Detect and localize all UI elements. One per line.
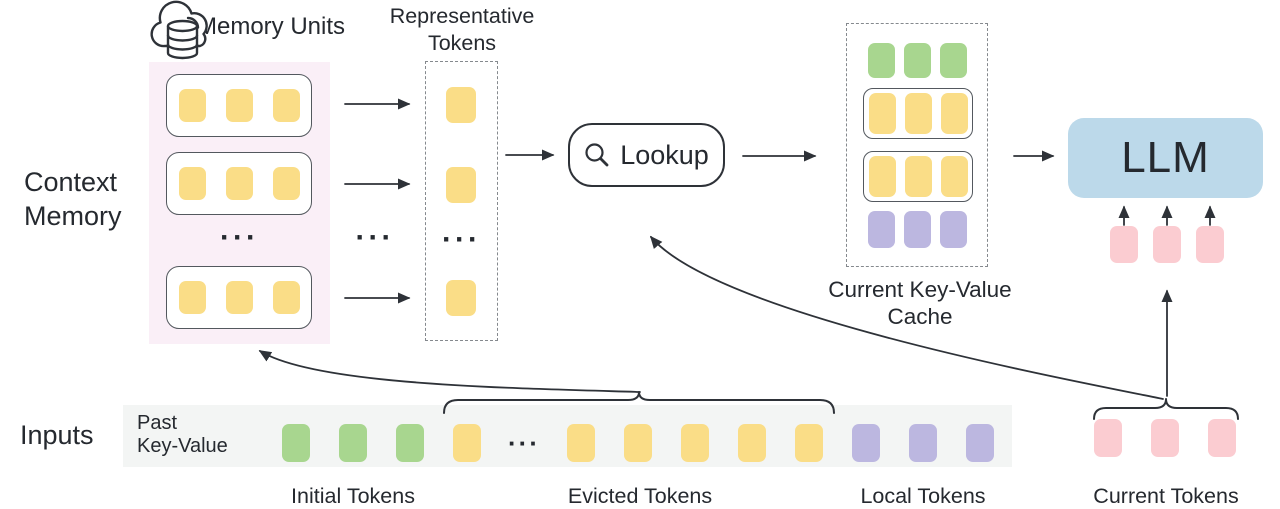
llm-input-token [1196, 226, 1224, 263]
cache-initial-token [939, 43, 967, 78]
cache-retrieved-token [940, 156, 968, 197]
context-memory-panel: ··· [149, 62, 330, 344]
representative-token [446, 280, 476, 316]
representative-tokens-line1: Representative [389, 4, 535, 28]
past-key-value-label: Past Key-Value [137, 412, 228, 458]
local-token [909, 424, 937, 462]
database-body [166, 24, 199, 60]
memory-units-label: Memory Units [197, 13, 346, 40]
cache-local-token [867, 211, 895, 248]
past-kv-token-row: ··· [282, 424, 994, 462]
llm-input-token [1110, 226, 1138, 263]
memory-unit-token [272, 281, 300, 314]
context-memory-line1: Context [24, 167, 118, 197]
representative-token [446, 167, 476, 203]
llm-input-tokens [1110, 226, 1224, 263]
local-token [966, 424, 994, 462]
evicted-tokens-head [453, 424, 481, 462]
current-kv-cache-label: Current Key-Value Cache [820, 276, 1020, 330]
cache-initial-token [903, 43, 931, 78]
initial-tokens-group [282, 424, 424, 462]
current-token [1208, 419, 1236, 457]
memory-unit-row [166, 74, 312, 137]
context-memory-label: Context Memory [24, 165, 122, 233]
cache-local-token [939, 211, 967, 248]
local-token [852, 424, 880, 462]
llm-box: LLM [1068, 118, 1263, 198]
cache-label-line2: Cache [887, 304, 953, 329]
cache-retrieved-token [868, 156, 896, 197]
current-token [1094, 419, 1122, 457]
cache-retrieved-token [904, 93, 932, 134]
current-tokens-label: Current Tokens [1093, 484, 1239, 508]
cache-local-token [903, 211, 931, 248]
current-token [1151, 419, 1179, 457]
current-tokens-group [1094, 419, 1236, 457]
evicted-tokens-tail [567, 424, 823, 462]
cache-retrieved-token [904, 156, 932, 197]
inputs-strip: Past Key-Value ··· [123, 405, 1012, 467]
evicted-token [624, 424, 652, 462]
lookup-button: Lookup [568, 123, 725, 187]
evicted-token [567, 424, 595, 462]
lookup-label: Lookup [620, 139, 709, 170]
initial-token [396, 424, 424, 462]
representative-token-slot [446, 87, 476, 123]
llm-label: LLM [1121, 133, 1210, 182]
evicted-token [795, 424, 823, 462]
database-top [166, 19, 199, 33]
evicted-token [681, 424, 709, 462]
memory-unit-row [166, 152, 312, 215]
evicted-token [738, 424, 766, 462]
llm-input-token [1153, 226, 1181, 263]
cache-retrieved-token [868, 93, 896, 134]
cache-initial-row [847, 43, 987, 78]
initial-token [339, 424, 367, 462]
evicted-ellipsis: ··· [508, 428, 540, 458]
inputs-label: Inputs [20, 420, 94, 450]
memory-unit-token [225, 89, 253, 122]
memory-unit-token [225, 281, 253, 314]
local-tokens-group [852, 424, 994, 462]
past-kv-line2: Key-Value [137, 435, 228, 457]
representative-token-slot [446, 167, 476, 203]
evicted-tokens-label: Evicted Tokens [567, 484, 713, 508]
cache-local-row [847, 211, 987, 248]
representative-token-slot [446, 280, 476, 316]
initial-tokens-label: Initial Tokens [291, 484, 415, 508]
representative-tokens-line2: Tokens [427, 31, 497, 55]
memory-unit-token [272, 89, 300, 122]
representative-ellipsis: ··· [442, 223, 481, 256]
memory-rows-ellipsis: ··· [220, 221, 259, 254]
magnifier-icon [585, 143, 609, 167]
evicted-to-memory-arrow [258, 350, 641, 393]
cache-retrieved-token [940, 93, 968, 134]
memory-unit-row [166, 266, 312, 329]
memory-unit-token [178, 281, 206, 314]
memory-unit-token [178, 167, 206, 200]
cache-memory-unit-row [863, 88, 973, 139]
database-ring-2 [166, 43, 199, 51]
cache-memory-unit-row [863, 151, 973, 202]
evicted-token [453, 424, 481, 462]
representative-tokens-box: ··· [425, 61, 498, 341]
cache-label-line1: Current Key-Value [828, 277, 1012, 302]
cache-initial-token [867, 43, 895, 78]
context-memory-line2: Memory [24, 201, 122, 231]
initial-token [282, 424, 310, 462]
current-kv-cache-box [846, 23, 988, 267]
current-tokens-brace [1093, 398, 1239, 420]
memory-unit-token [225, 167, 253, 200]
database-ring-1 [166, 34, 199, 42]
arrows-ellipsis: ··· [355, 221, 395, 254]
memory-unit-token [178, 89, 206, 122]
memory-unit-token [272, 167, 300, 200]
representative-tokens-label: Representative Tokens [362, 3, 562, 57]
representative-token [446, 87, 476, 123]
past-kv-line1: Past [137, 412, 178, 434]
local-tokens-label: Local Tokens [860, 484, 986, 508]
